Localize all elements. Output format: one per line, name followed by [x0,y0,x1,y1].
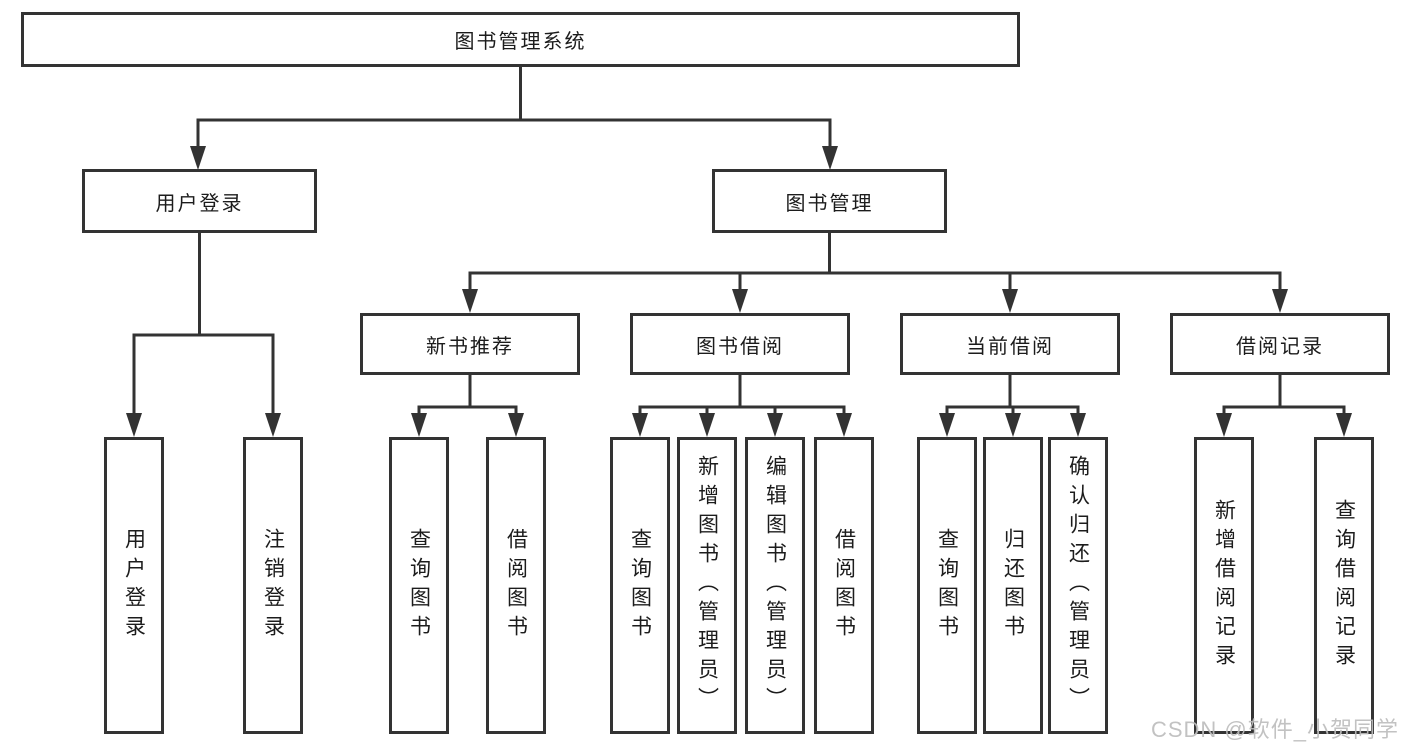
leaf-borrowing-query-books-label: 查询图书 [628,527,652,644]
leaf-borrowing-add-books-admin: 新增图书（管理员） [677,437,737,734]
leaf-current-query-books-label: 查询图书 [935,527,959,644]
leaf-logout: 注销登录 [243,437,303,734]
leaf-records-query-record: 查询借阅记录 [1314,437,1374,734]
node-book-management: 图书管理 [712,169,947,233]
leaf-current-query-books: 查询图书 [917,437,977,734]
watermark: CSDN @软件_小贺同学 [1150,717,1399,742]
leaf-records-query-record-label: 查询借阅记录 [1332,498,1356,673]
node-new-book-recommendation-label: 新书推荐 [426,335,514,358]
leaf-borrowing-query-books: 查询图书 [610,437,670,734]
node-new-book-recommendation: 新书推荐 [360,313,580,375]
leaf-borrowing-borrow-books: 借阅图书 [814,437,874,734]
leaf-recommend-borrow-books: 借阅图书 [486,437,546,734]
leaf-user-login: 用户登录 [104,437,164,734]
node-current-borrowing-label: 当前借阅 [966,335,1054,358]
leaf-records-add-record: 新增借阅记录 [1194,437,1254,734]
leaf-recommend-query-books-label: 查询图书 [407,527,431,644]
leaf-borrowing-add-books-admin-label: 新增图书（管理员） [695,455,719,716]
leaf-borrowing-edit-books-admin: 编辑图书（管理员） [745,437,805,734]
node-user-login: 用户登录 [82,169,317,233]
node-user-login-label: 用户登录 [155,192,244,215]
leaf-records-add-record-label: 新增借阅记录 [1212,498,1236,673]
leaf-user-login-label: 用户登录 [122,527,146,644]
leaf-current-return-books: 归还图书 [983,437,1043,734]
node-current-borrowing: 当前借阅 [900,313,1120,375]
leaf-recommend-query-books: 查询图书 [389,437,449,734]
leaf-borrowing-borrow-books-label: 借阅图书 [832,527,856,644]
leaf-borrowing-edit-books-admin-label: 编辑图书（管理员） [763,455,787,716]
leaf-current-confirm-return-admin: 确认归还（管理员） [1048,437,1108,734]
node-library-system: 图书管理系统 [21,12,1020,67]
node-borrow-records-label: 借阅记录 [1236,335,1324,358]
leaf-current-confirm-return-admin-label: 确认归还（管理员） [1066,455,1090,716]
leaf-current-return-books-label: 归还图书 [1001,527,1025,644]
node-book-management-label: 图书管理 [785,192,874,215]
node-book-borrowing: 图书借阅 [630,313,850,375]
leaf-recommend-borrow-books-label: 借阅图书 [504,527,528,644]
leaf-logout-label: 注销登录 [261,527,285,644]
node-borrow-records: 借阅记录 [1170,313,1390,375]
node-library-system-label: 图书管理系统 [454,31,587,53]
arrowhead-group [126,146,1352,437]
node-book-borrowing-label: 图书借阅 [696,335,784,358]
